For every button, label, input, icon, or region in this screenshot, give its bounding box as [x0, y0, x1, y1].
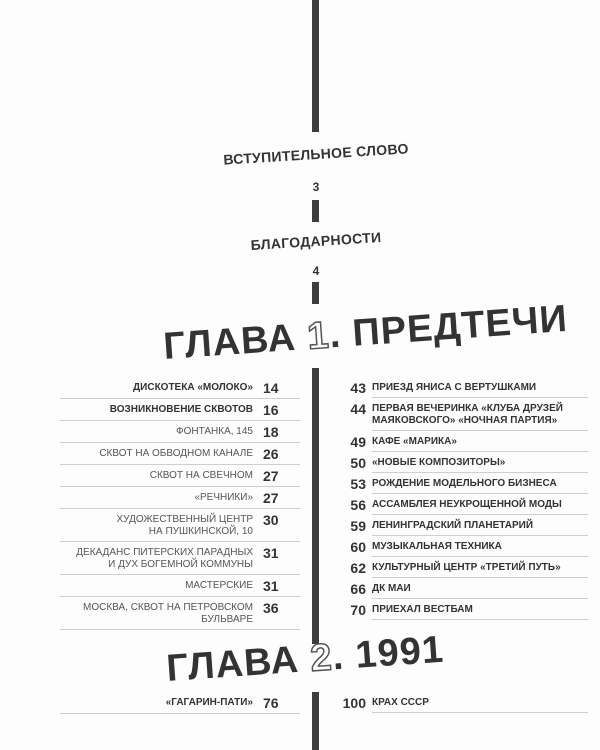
toc-entry[interactable]: МАСТЕРСКИЕ 31 [60, 578, 300, 597]
chapter-2-left-column: «ГАГАРИН-ПАТИ» 76 [60, 695, 300, 719]
entry-page: 56 [350, 497, 366, 513]
entry-title: ДИСКОТЕКА «МОЛОКО» [133, 382, 253, 393]
entry-page: 36 [263, 600, 279, 616]
chapter-1-heading[interactable]: ГЛАВА 1. ПРЕДТЕЧИ [162, 297, 570, 368]
entry-title: ДК МАИ [372, 583, 588, 599]
toc-entry[interactable]: 50 «НОВЫЕ КОМПОЗИТОРЫ» [340, 455, 590, 473]
entry-page: 50 [350, 455, 366, 471]
entry-page: 44 [350, 401, 366, 417]
entry-title: «НОВЫЕ КОМПОЗИТОРЫ» [372, 457, 588, 473]
entry-page: 62 [350, 560, 366, 576]
entry-page: 16 [263, 402, 279, 418]
entry-page: 66 [350, 581, 366, 597]
toc-entry[interactable]: «РЕЧНИКИ» 27 [60, 490, 300, 509]
entry-title: КРАХ СССР [372, 697, 588, 713]
entry-title: КАФЕ «МАРИКА» [372, 436, 588, 452]
toc-entry[interactable]: 53 РОЖДЕНИЕ МОДЕЛЬНОГО БИЗНЕСА [340, 476, 590, 494]
entry-page: 59 [350, 518, 366, 534]
toc-entry[interactable]: 49 КАФЕ «МАРИКА» [340, 434, 590, 452]
toc-entry[interactable]: ВОЗНИКНОВЕНИЕ СКВОТОВ 16 [60, 402, 300, 421]
toc-entry[interactable]: СКВОТ НА СВЕЧНОМ 27 [60, 468, 300, 487]
entry-page: 31 [263, 545, 279, 561]
toc-entry[interactable]: 66 ДК МАИ [340, 581, 590, 599]
entry-title: «РЕЧНИКИ» [194, 492, 253, 503]
acknowledgements-title[interactable]: БЛАГОДАРНОСТИ [250, 229, 382, 253]
toc-entry[interactable]: 56 АССАМБЛЕЯ НЕУКРОЩЕННОЙ МОДЫ [340, 497, 590, 515]
toc-entry[interactable]: 43 ПРИЕЗД ЯНИСА С ВЕРТУШКАМИ [340, 380, 590, 398]
entry-title: «ГАГАРИН-ПАТИ» [165, 697, 253, 708]
entry-title: ПРИЕХАЛ ВЕСТБАМ [372, 604, 588, 620]
entry-title: СКВОТ НА СВЕЧНОМ [149, 470, 253, 481]
toc-entry[interactable]: 59 ЛЕНИНГРАДСКИЙ ПЛАНЕТАРИЙ [340, 518, 590, 536]
toc-entry[interactable]: СКВОТ НА ОБВОДНОМ КАНАЛЕ 26 [60, 446, 300, 465]
toc-entry[interactable]: ДИСКОТЕКА «МОЛОКО» 14 [60, 380, 300, 399]
entry-title: СКВОТ НА ОБВОДНОМ КАНАЛЕ [99, 448, 253, 459]
toc-entry[interactable]: 62 КУЛЬТУРНЫЙ ЦЕНТР «ТРЕТИЙ ПУТЬ» [340, 560, 590, 578]
entry-page: 30 [263, 512, 279, 528]
entry-page: 53 [350, 476, 366, 492]
vertical-rule [312, 692, 319, 750]
entry-title: ЛЕНИНГРАДСКИЙ ПЛАНЕТАРИЙ [372, 520, 588, 536]
entry-page: 100 [342, 695, 366, 711]
entry-page: 60 [350, 539, 366, 555]
entry-title: МАСТЕРСКИЕ [185, 580, 253, 591]
entry-title: ПРИЕЗД ЯНИСА С ВЕРТУШКАМИ [372, 382, 588, 398]
vertical-rule [312, 200, 319, 222]
entry-title: АССАМБЛЕЯ НЕУКРОЩЕННОЙ МОДЫ [372, 499, 588, 515]
entry-page: 70 [350, 602, 366, 618]
entry-page: 27 [263, 468, 279, 484]
toc-entry[interactable]: 70 ПРИЕХАЛ ВЕСТБАМ [340, 602, 590, 620]
vertical-rule [312, 282, 319, 304]
acknowledgements-page: 4 [312, 264, 320, 278]
vertical-rule [312, 368, 319, 644]
entry-page: 18 [263, 424, 279, 440]
entry-page: 14 [263, 380, 279, 396]
toc-entry[interactable]: 60 МУЗЫКАЛЬНАЯ ТЕХНИКА [340, 539, 590, 557]
entry-title: МУЗЫКАЛЬНАЯ ТЕХНИКА [372, 541, 588, 557]
chapter-2-right-column: 100 КРАХ СССР [340, 695, 590, 718]
entry-page: 26 [263, 446, 279, 462]
entry-page: 76 [263, 695, 279, 711]
entry-page: 43 [350, 380, 366, 396]
entry-title: РОЖДЕНИЕ МОДЕЛЬНОГО БИЗНЕСА [372, 478, 588, 494]
entry-page: 49 [350, 434, 366, 450]
toc-entry[interactable]: ФОНТАНКА, 145 18 [60, 424, 300, 443]
entry-page: 27 [263, 490, 279, 506]
intro-page: 3 [312, 180, 320, 194]
toc-entry[interactable]: «ГАГАРИН-ПАТИ» 76 [60, 695, 300, 714]
entry-title: ФОНТАНКА, 145 [175, 426, 253, 437]
chapter-1-right-column: 43 ПРИЕЗД ЯНИСА С ВЕРТУШКАМИ 44 ПЕРВАЯ ВЕЧЕ… [340, 380, 590, 625]
entry-title: КУЛЬТУРНЫЙ ЦЕНТР «ТРЕТИЙ ПУТЬ» [372, 562, 588, 578]
entry-title: ВОЗНИКНОВЕНИЕ СКВОТОВ [109, 404, 253, 415]
chapter-2-heading[interactable]: ГЛАВА 2. 1991 [165, 628, 446, 690]
intro-title[interactable]: ВСТУПИТЕЛЬНОЕ СЛОВО [222, 140, 410, 168]
toc-entry[interactable]: 100 КРАХ СССР [340, 695, 590, 713]
vertical-rule [312, 0, 319, 132]
entry-page: 31 [263, 578, 279, 594]
